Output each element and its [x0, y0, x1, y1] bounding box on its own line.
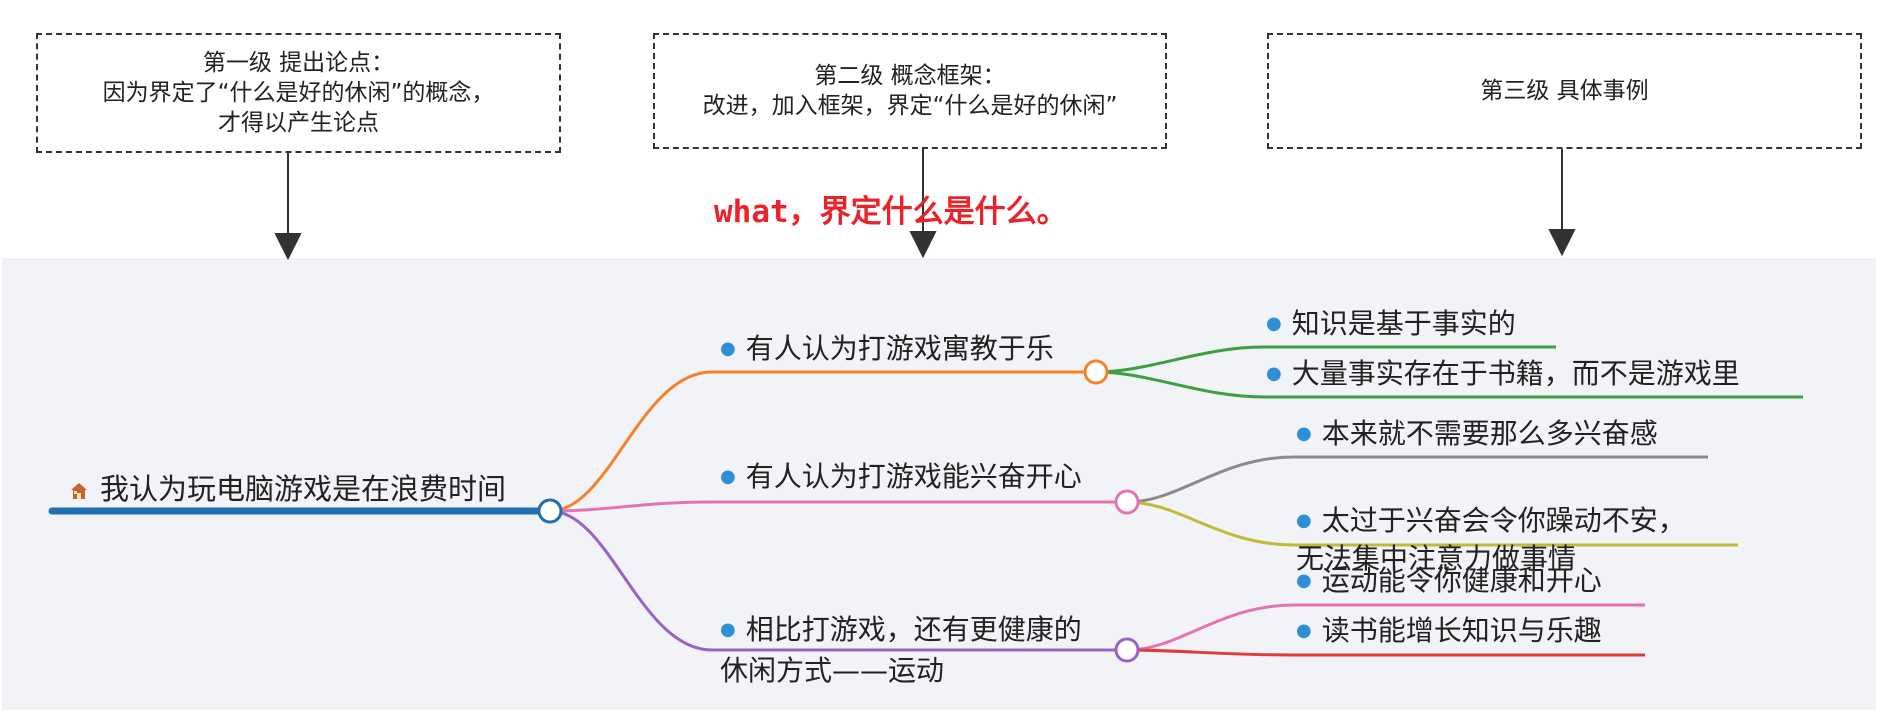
bullet-icon: ● — [1296, 510, 1312, 531]
sub-branch-2-2 — [1126, 500, 1738, 547]
sub-topic-1-1[interactable]: ● 知识是基于事实的 — [1266, 305, 1516, 343]
bullet-icon: ● — [1296, 423, 1312, 444]
arrow-head-3 — [1548, 229, 1576, 257]
branch-node-handle-2[interactable] — [1114, 489, 1140, 515]
branch-node-handle-3[interactable] — [1114, 637, 1140, 663]
branch-line-2 — [549, 500, 1127, 513]
root-node-handle[interactable] — [537, 498, 563, 524]
sub-branch-3-1 — [1126, 603, 1645, 652]
root-topic-label: 我认为玩电脑游戏是在浪费时间 — [100, 472, 507, 506]
sub-topic-1-1-label: 知识是基于事实的 — [1291, 307, 1516, 340]
sub-topic-3-1[interactable]: ● 运动能令你健康和开心 — [1296, 562, 1602, 600]
bullet-icon: ● — [1296, 620, 1312, 641]
branch-topic-3[interactable]: ●相比打游戏，还有更健康的 休闲方式——运动 — [720, 568, 1082, 691]
level-box-1: 第一级 提出论点： 因为界定了“什么是好的休闲”的概念， 才得以产生论点 — [36, 33, 561, 153]
level-3-text: 第三级 具体事例 — [1480, 78, 1649, 104]
sub-topic-3-1-label: 运动能令你健康和开心 — [1321, 564, 1602, 597]
annotation-text: what，界定什么是什么。 — [714, 194, 1068, 230]
bullet-icon: ● — [720, 338, 736, 359]
sub-branch-1-2 — [1095, 370, 1803, 399]
branch-topic-1[interactable]: ● 有人认为打游戏寓教于乐 — [720, 330, 1054, 368]
sub-branch-1-1 — [1095, 345, 1556, 374]
arrow-head-1 — [274, 233, 302, 261]
bullet-icon: ● — [720, 619, 736, 640]
level-2-text: 第二级 概念框架： 改进，加入框架，界定“什么是好的休闲” — [702, 63, 1118, 119]
sub-topic-3-2-label: 读书能增长知识与乐趣 — [1321, 614, 1602, 647]
level-box-3: 第三级 具体事例 — [1267, 33, 1862, 149]
house-icon — [70, 482, 88, 500]
branch-topic-1-label: 有人认为打游戏寓教于乐 — [745, 332, 1054, 365]
sub-topic-3-2[interactable]: ● 读书能增长知识与乐趣 — [1296, 612, 1602, 650]
sub-topic-2-1-label: 本来就不需要那么多兴奋感 — [1321, 417, 1658, 450]
bullet-icon: ● — [720, 466, 736, 487]
branch-line-3 — [549, 509, 1127, 652]
bullet-icon: ● — [1266, 363, 1282, 384]
sub-branch-3-2 — [1126, 648, 1645, 657]
branch-topic-2[interactable]: ● 有人认为打游戏能兴奋开心 — [720, 458, 1082, 496]
sub-topic-2-1[interactable]: ● 本来就不需要那么多兴奋感 — [1296, 415, 1658, 453]
sub-topic-1-2[interactable]: ● 大量事实存在于书籍，而不是游戏里 — [1266, 355, 1740, 393]
level-box-2: 第二级 概念框架： 改进，加入框架，界定“什么是好的休闲” — [653, 33, 1167, 149]
bullet-icon: ● — [1266, 313, 1282, 334]
branch-node-handle-1[interactable] — [1083, 359, 1109, 385]
root-topic[interactable]: 我认为玩电脑游戏是在浪费时间 — [70, 470, 506, 508]
mindmap-panel — [2, 258, 1876, 710]
sub-topic-2-2[interactable]: ●太过于兴奋会令你躁动不安， 无法集中注意力做事情 — [1296, 464, 1686, 578]
sub-branch-2-1 — [1126, 455, 1708, 504]
bullet-icon: ● — [1296, 570, 1312, 591]
level-1-text: 第一级 提出论点： 因为界定了“什么是好的休闲”的概念， 才得以产生论点 — [102, 50, 495, 136]
branch-topic-3-label: 相比打游戏，还有更健康的 休闲方式——运动 — [720, 613, 1082, 687]
branch-line-1 — [549, 370, 1096, 513]
sub-topic-2-2-label: 太过于兴奋会令你躁动不安， 无法集中注意力做事情 — [1296, 504, 1686, 575]
branch-topic-2-label: 有人认为打游戏能兴奋开心 — [745, 460, 1082, 493]
sub-topic-1-2-label: 大量事实存在于书籍，而不是游戏里 — [1291, 357, 1740, 390]
arrow-head-2 — [909, 231, 937, 259]
